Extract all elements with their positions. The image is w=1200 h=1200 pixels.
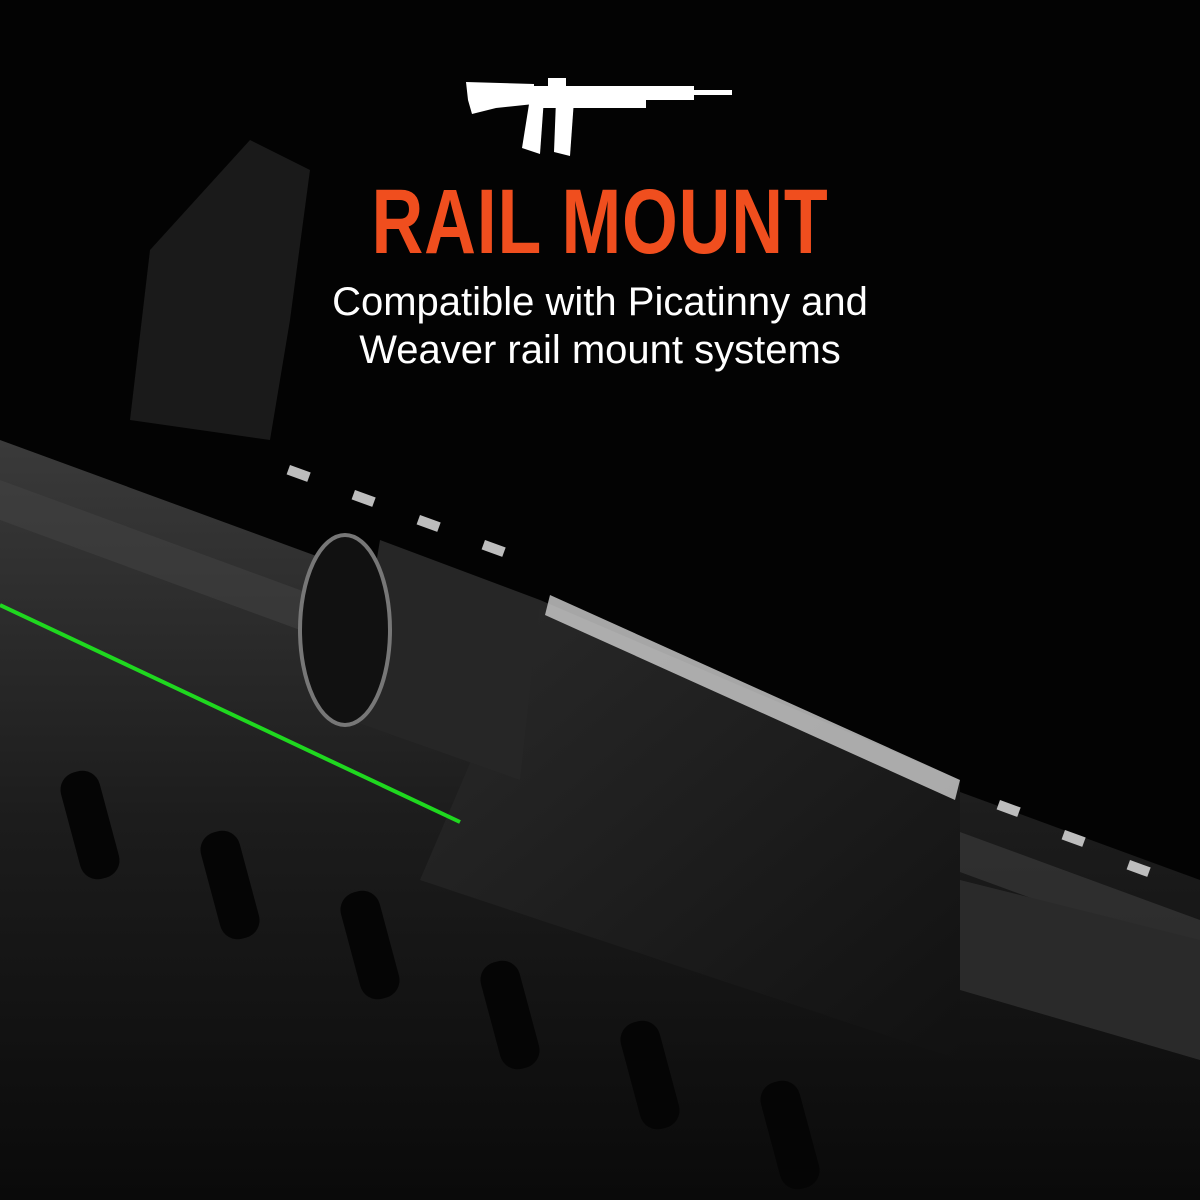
green-laser-beam (0, 603, 461, 824)
rifle-icon (466, 78, 732, 156)
page-title: RAIL MOUNT (371, 171, 829, 273)
flashlight-lens (298, 533, 392, 727)
subtitle-line-1: Compatible with Picatinny and (332, 280, 868, 324)
knurled-bezel (350, 540, 540, 780)
light-housing (420, 600, 960, 1060)
subtitle-line-2: Weaver rail mount systems (359, 328, 841, 372)
rear-sight (130, 140, 310, 440)
rail-teeth (286, 464, 1151, 877)
